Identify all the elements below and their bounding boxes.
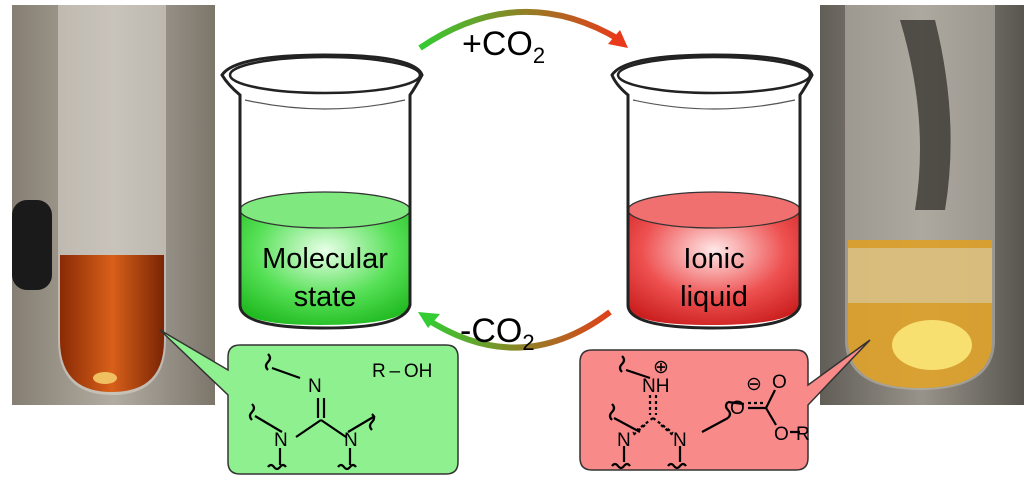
ionic-liquid-structure-callout: NH ⊕ N N O O O R ⊖ (579, 339, 871, 471)
molecular-state-structure-callout: N N N R – OH (159, 329, 459, 475)
imine-nitrogen: N (308, 376, 322, 397)
minus-charge-icon: ⊖ (746, 374, 762, 395)
carbonate-oxygen-anion: O (730, 398, 745, 419)
right-beaker: Ionic liquid (610, 53, 814, 330)
r-group: R (796, 424, 810, 445)
alcohol-formula: R – OH (372, 361, 432, 382)
reverse-arrow (418, 309, 612, 351)
arrowhead-icon (608, 30, 628, 48)
amine-nitrogen-left: N (274, 430, 288, 451)
forward-label: +CO2 (462, 25, 545, 68)
carbonate-oxygen-ester: O (774, 424, 789, 445)
left-beaker-label-line2: state (294, 281, 357, 313)
left-beaker-label-line1: Molecular (262, 243, 388, 275)
plus-charge-icon: ⊕ (653, 357, 669, 378)
amine-nitrogen-left: N (617, 430, 631, 451)
amine-nitrogen-right: N (344, 430, 358, 451)
left-test-tube-photo (12, 5, 215, 405)
right-beaker-label-line2: liquid (680, 281, 748, 313)
protonated-nitrogen: NH (642, 376, 669, 397)
amine-nitrogen-right: N (673, 430, 687, 451)
left-beaker: Molecular state (220, 53, 424, 330)
carbonate-oxygen-carbonyl: O (772, 372, 787, 393)
forward-arrow (418, 9, 628, 51)
right-test-tube-photo (820, 5, 1024, 405)
right-beaker-label-line1: Ionic (683, 243, 744, 275)
arrowhead-icon (418, 312, 440, 328)
reverse-label: -CO2 (460, 312, 535, 355)
